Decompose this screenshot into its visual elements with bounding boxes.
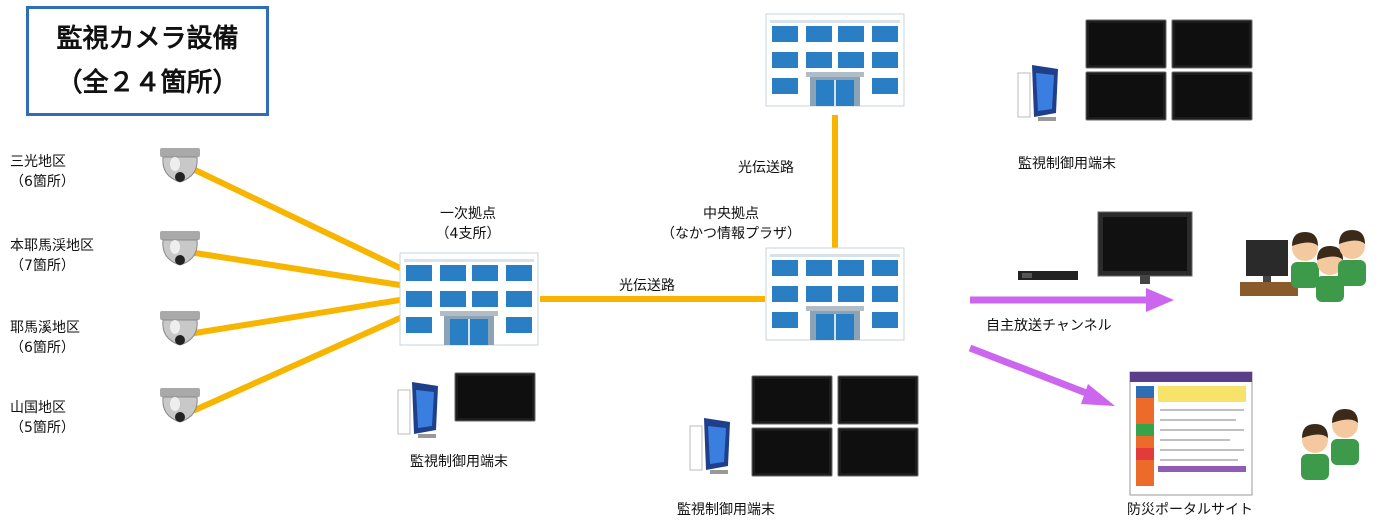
district-label: 耶馬溪地区 （6箇所） bbox=[10, 318, 80, 358]
camera-icon bbox=[159, 147, 201, 183]
pc-icon bbox=[397, 381, 439, 439]
central-base-building-icon bbox=[765, 247, 905, 341]
camera-link-yabakei bbox=[192, 297, 403, 336]
camera-icon bbox=[159, 387, 201, 423]
tv-viewers-icon bbox=[1240, 230, 1366, 302]
district-name: 耶馬溪地区 bbox=[10, 320, 80, 336]
broadcast-arrow bbox=[970, 288, 1174, 312]
camera-icon bbox=[159, 310, 201, 346]
district-name: 本耶馬渓地区 bbox=[10, 238, 94, 254]
monitor-icon bbox=[454, 372, 536, 422]
primary-base-name: 一次拠点 bbox=[440, 206, 496, 222]
optical-link-label: 光伝送路 bbox=[619, 278, 675, 294]
primary-terminal-label: 監視制御用端末 bbox=[410, 454, 508, 470]
district-count: （6箇所） bbox=[10, 174, 75, 190]
optical-link-label: 光伝送路 bbox=[738, 160, 794, 176]
broadcast-equipment-icon bbox=[1018, 211, 1193, 284]
camera-icon bbox=[159, 230, 201, 266]
top-terminal-label: 監視制御用端末 bbox=[1018, 156, 1116, 172]
portal-users-icon bbox=[1301, 409, 1359, 480]
portal-arrow bbox=[968, 344, 1115, 406]
camera-link-honyabakei bbox=[192, 250, 403, 288]
monitor-wall-icon bbox=[1086, 20, 1252, 120]
camera-link-sanko bbox=[192, 167, 403, 271]
title-line-2: （全２４箇所） bbox=[56, 68, 239, 98]
district-label: 三光地区 （6箇所） bbox=[10, 152, 75, 192]
district-name: 山国地区 bbox=[10, 400, 66, 416]
primary-base-building-icon bbox=[399, 252, 539, 346]
channel-label: 自主放送チャンネル bbox=[986, 318, 1112, 334]
district-name: 三光地区 bbox=[10, 154, 66, 170]
top-building-icon bbox=[765, 13, 905, 107]
primary-base-label: 一次拠点 （4支所） bbox=[400, 204, 536, 244]
district-count: （5箇所） bbox=[10, 420, 75, 436]
monitor-wall-icon bbox=[752, 376, 918, 476]
central-base-label: 中央拠点 （なかつ情報プラザ） bbox=[626, 204, 836, 244]
title-box: 監視カメラ設備 （全２４箇所） bbox=[26, 6, 269, 116]
central-base-name: 中央拠点 bbox=[703, 206, 759, 222]
pc-icon bbox=[1017, 64, 1059, 122]
camera-link-yamakuni bbox=[192, 315, 403, 413]
district-count: （7箇所） bbox=[10, 258, 75, 274]
district-label: 山国地区 （5箇所） bbox=[10, 398, 75, 438]
district-label: 本耶馬渓地区 （7箇所） bbox=[10, 236, 94, 276]
central-base-detail: （なかつ情報プラザ） bbox=[661, 226, 801, 242]
central-terminal-label: 監視制御用端末 bbox=[677, 502, 775, 518]
primary-base-detail: （4支所） bbox=[435, 226, 501, 242]
pc-icon bbox=[689, 417, 731, 475]
title-line-1: 監視カメラ設備 bbox=[56, 24, 239, 54]
district-count: （6箇所） bbox=[10, 340, 75, 356]
portal-label: 防災ポータルサイト bbox=[1127, 502, 1253, 518]
camera-links bbox=[192, 167, 403, 413]
portal-site-screenshot-icon bbox=[1129, 371, 1253, 496]
